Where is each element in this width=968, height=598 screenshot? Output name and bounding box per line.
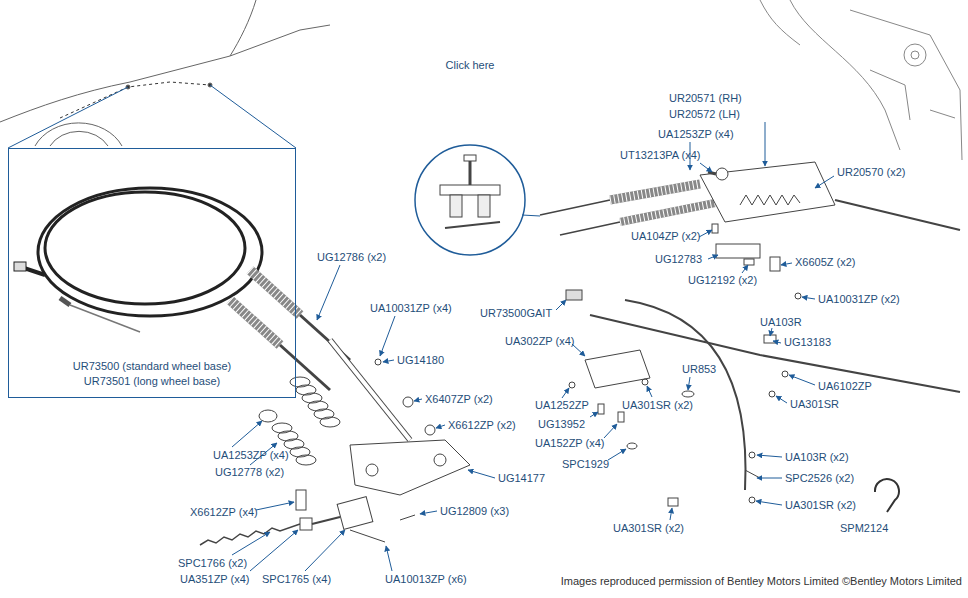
- copyright-caption: Images reproduced permission of Bentley …: [561, 574, 962, 588]
- part-number: UA301SR (x2): [785, 498, 856, 512]
- part-number: UR73500 (standard wheel base): [73, 359, 231, 374]
- part-number: SPC2526 (x2): [785, 471, 854, 485]
- part-number: UR73501 (long wheel base): [84, 374, 220, 389]
- right-assembly: [540, 162, 960, 512]
- part-number: SPC1766 (x2): [178, 556, 247, 570]
- part-number: UG14180: [397, 353, 444, 367]
- part-number: UG12783: [655, 252, 702, 266]
- part-number: UA351ZP (x4): [180, 572, 250, 586]
- part-number: UA10031ZP (x4): [370, 301, 452, 315]
- detail-circle: [415, 145, 540, 255]
- part-number: UA301SR (x2): [622, 398, 693, 412]
- left-assembly: [200, 270, 470, 545]
- detail-callout: Click here: [420, 58, 520, 78]
- part-number: SPM2124: [840, 521, 888, 535]
- part-number: UA1252ZP: [535, 398, 589, 412]
- part-number: X6612ZP (x2): [448, 418, 516, 432]
- inset-box: UR73500 (standard wheel base)UR73501 (lo…: [8, 148, 296, 398]
- part-number: UA152ZP (x4): [535, 436, 605, 450]
- part-number: UG12778 (x2): [215, 465, 284, 479]
- part-number: UG13952: [538, 417, 585, 431]
- part-number: UA10013ZP (x6): [385, 572, 467, 586]
- part-number: UA301SR: [790, 397, 839, 411]
- part-number: UG12809 (x3): [440, 504, 509, 518]
- part-number: UA301SR (x2): [613, 521, 684, 535]
- part-number: UA10031ZP (x2): [818, 292, 900, 306]
- part-number: UR20570 (x2): [837, 165, 905, 179]
- part-number: UG14177: [498, 471, 545, 485]
- part-number: UR20571 (RH): [669, 91, 742, 105]
- part-number: X6612ZP (x4): [190, 505, 258, 519]
- part-number: UA103R (x2): [785, 450, 849, 464]
- part-number: UR20572 (LH): [669, 107, 740, 121]
- part-number: UG12786 (x2): [317, 250, 386, 264]
- part-number: UA6102ZP: [818, 379, 872, 393]
- engine-outline: [760, 0, 962, 160]
- part-number: UA1253ZP (x4): [658, 127, 734, 141]
- part-number: Click here: [446, 58, 495, 73]
- part-number: UA104ZP (x2): [631, 229, 701, 243]
- part-number: UG13183: [784, 335, 831, 349]
- car-outline: [0, 0, 330, 146]
- part-number: UA103R: [760, 315, 802, 329]
- part-number: X6407ZP (x2): [425, 392, 493, 406]
- part-number: SPC1929: [562, 457, 609, 471]
- part-number: SPC1765 (x4): [262, 572, 331, 586]
- leader-lines: [232, 122, 834, 571]
- part-number: UA1253ZP (x4): [213, 448, 289, 462]
- part-number: UG12192 (x2): [688, 273, 757, 287]
- cable-coil: [14, 188, 262, 332]
- part-number: X6605Z (x2): [795, 255, 856, 269]
- part-number: UR853: [682, 362, 716, 376]
- part-number: UT13213PA (x4): [620, 148, 701, 162]
- inset-pointer: [8, 85, 296, 148]
- part-number: UA302ZP (x4): [505, 334, 575, 348]
- part-number: UR73500GAIT: [480, 306, 552, 320]
